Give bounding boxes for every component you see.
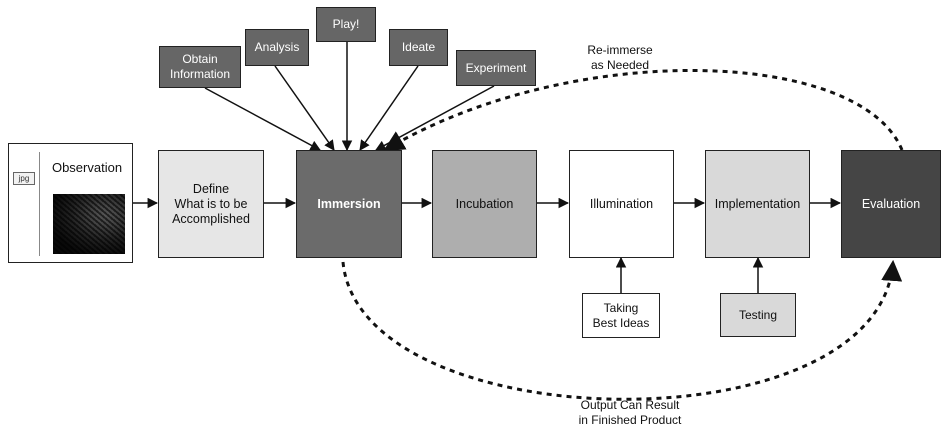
arrow-experiment-to-immersion bbox=[375, 85, 495, 151]
arrow-ideate-to-immersion bbox=[359, 65, 419, 151]
play-box: Play! bbox=[316, 7, 376, 42]
file-type-chip: jpg bbox=[13, 172, 35, 185]
implementation-stage: Implementation bbox=[705, 150, 810, 258]
illumination-stage: Illumination bbox=[569, 150, 674, 258]
observation-photo bbox=[53, 194, 125, 254]
loop-reimmerse bbox=[383, 69, 904, 152]
observation-box: jpg Observation bbox=[8, 143, 133, 263]
reimmerse-note: Re-immerse as Needed bbox=[587, 43, 653, 72]
arrow-analysis-to-immersion bbox=[274, 65, 335, 151]
evaluation-stage: Evaluation bbox=[841, 150, 941, 258]
taking-best-ideas-box: Taking Best Ideas bbox=[582, 293, 660, 338]
immersion-stage: Immersion bbox=[296, 150, 402, 258]
obtain-information-box: Obtain Information bbox=[159, 46, 241, 88]
loop-output bbox=[341, 259, 903, 401]
define-stage: Define What is to be Accomplished bbox=[158, 150, 264, 258]
arrow-obtain-to-immersion bbox=[204, 87, 321, 151]
analysis-box: Analysis bbox=[245, 29, 309, 66]
output-note: Output Can Result in Finished Product bbox=[578, 398, 682, 427]
experiment-box: Experiment bbox=[456, 50, 536, 86]
observation-divider bbox=[39, 152, 40, 256]
ideate-box: Ideate bbox=[389, 29, 448, 66]
observation-label: Observation bbox=[51, 160, 123, 175]
testing-box: Testing bbox=[720, 293, 796, 337]
incubation-stage: Incubation bbox=[432, 150, 537, 258]
